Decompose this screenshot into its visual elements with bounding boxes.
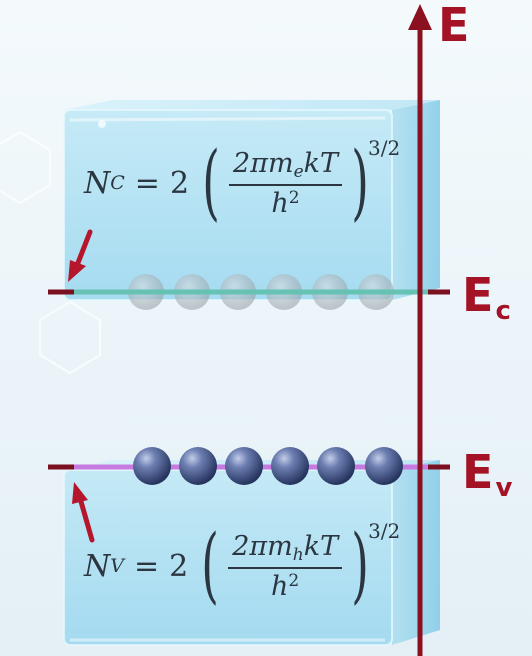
electron: [271, 447, 309, 485]
axis-arrowhead: [408, 4, 432, 30]
electron: [179, 447, 217, 485]
electron: [317, 447, 355, 485]
conduction-level-label: Ec: [462, 268, 511, 326]
conduction-exponent: 3/2: [368, 136, 401, 160]
valence-level-subscript: v: [495, 473, 513, 503]
conduction-pointer-arrow: [68, 229, 93, 282]
valence-level-label: Ev: [462, 445, 513, 503]
valence-fraction: 2πmhkT h2: [228, 531, 343, 602]
electron: [365, 447, 403, 485]
background-hexagons: [0, 130, 101, 375]
electron: [133, 447, 171, 485]
conduction-level-subscript: c: [495, 296, 511, 326]
electron: [225, 447, 263, 485]
energy-axis: [408, 4, 432, 656]
conduction-fraction: 2πmekT h2: [229, 148, 342, 219]
valence-exponent: 3/2: [368, 519, 401, 543]
energy-axis-label: E: [438, 0, 470, 52]
conduction-band-box: [63, 100, 440, 301]
valence-pointer-arrow: [72, 482, 95, 543]
valence-band-electrons: [133, 447, 403, 485]
